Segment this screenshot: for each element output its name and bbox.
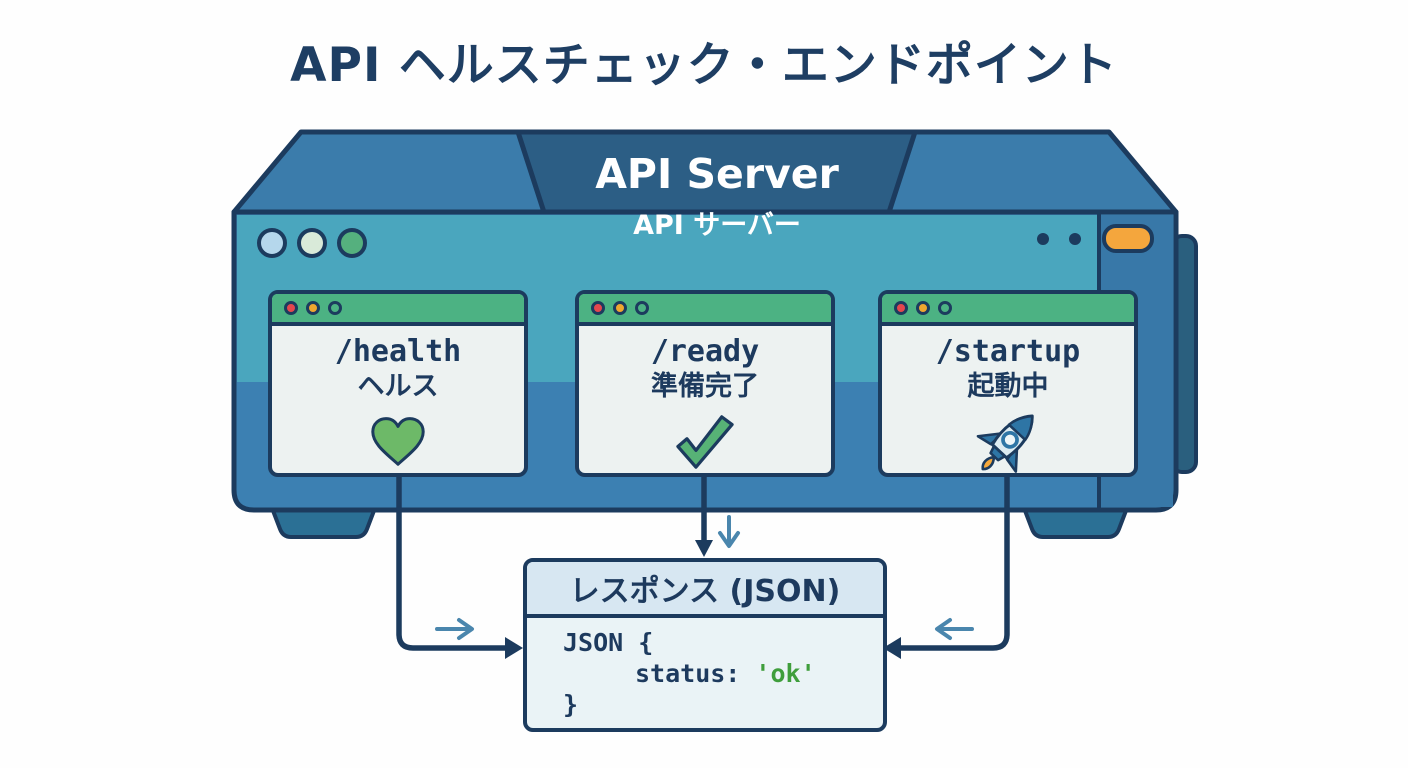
panel-dot-icon [1069,233,1081,245]
accent-arrow-right-icon [435,618,474,640]
endpoint-label: 準備完了 [651,370,759,402]
window-dot-red-icon [591,301,605,315]
page-title: API ヘルスチェック・エンドポイント [290,38,1118,93]
window-dot-orange-icon [613,301,627,315]
window-dot-red-icon [284,301,298,315]
code-value-ok: 'ok' [755,659,816,688]
window-dot-orange-icon [916,301,930,315]
card-titlebar [579,294,831,326]
arrowhead-right-icon [505,637,523,659]
endpoint-card-startup[interactable]: /startup 起動中 [878,290,1138,477]
checkmark-icon [672,406,738,478]
card-titlebar [882,294,1134,326]
window-dot-ring-icon [635,301,649,315]
power-button[interactable] [1102,224,1154,253]
server-subtitle: API サーバー [633,210,801,242]
arrowhead-left-icon [883,637,901,659]
rocket-icon [971,406,1045,478]
window-dot-orange-icon [306,301,320,315]
response-box: レスポンス (JSON) JSON { status: 'ok' } [523,558,887,732]
code-line-close: } [563,690,579,719]
status-light-pale-icon [297,228,327,258]
arrowhead-down-icon [695,540,713,557]
window-dot-ring-icon [328,301,342,315]
code-line-status: status: 'ok' [563,658,883,689]
code-line-open: JSON { [563,628,654,657]
response-title: レスポンス (JSON) [527,562,883,618]
heart-icon [368,406,428,478]
status-light-green-icon [337,228,367,258]
accent-arrow-left-icon [935,618,974,640]
code-key: status: [635,659,741,688]
accent-arrow-down-icon [718,515,740,548]
endpoint-path: /health [334,334,462,369]
window-dot-ring-icon [938,301,952,315]
panel-dot-icon [1037,233,1049,245]
endpoint-card-ready[interactable]: /ready 準備完了 [575,290,835,477]
card-body: /ready 準備完了 [579,326,831,478]
endpoint-path: /startup [935,334,1081,369]
card-body: /health ヘルス [272,326,524,478]
status-light-blue-icon [257,228,287,258]
endpoint-path: /ready [650,334,760,369]
server-title: API Server [595,150,839,198]
response-code-block: JSON { status: 'ok' } [527,618,883,720]
server-foot-left [270,506,377,539]
arrow-startup-to-response [901,477,1010,651]
endpoint-label: 起動中 [967,370,1049,402]
window-dot-red-icon [894,301,908,315]
server-foot-right [1022,506,1129,539]
endpoint-label: ヘルス [357,370,439,402]
server-name-block: API Server API サーバー [518,150,916,242]
card-titlebar [272,294,524,326]
endpoint-card-health[interactable]: /health ヘルス [268,290,528,477]
card-body: /startup 起動中 [882,326,1134,478]
arrow-health-to-response [396,477,505,651]
